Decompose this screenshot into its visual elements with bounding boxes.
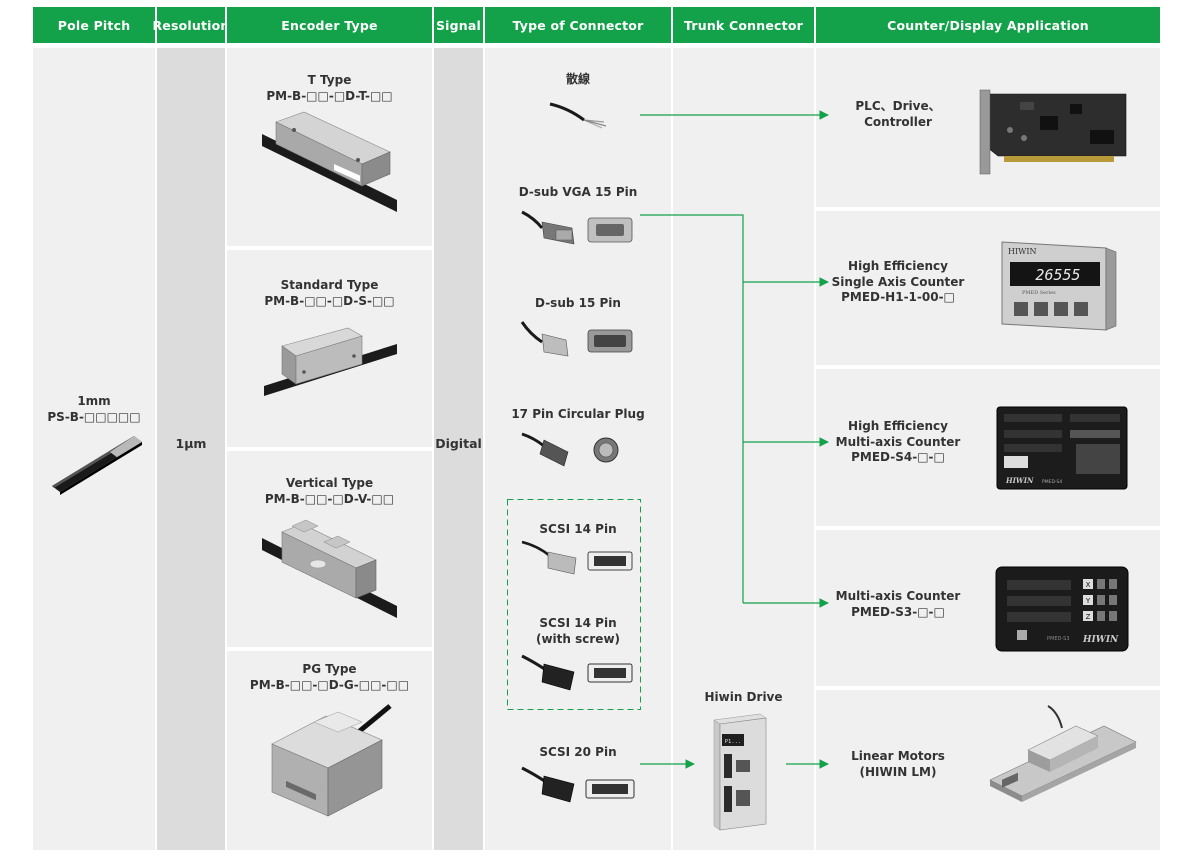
app-plc-label: PLC、Drive、 Controller: [816, 99, 980, 130]
scsi14-connector-image: [521, 540, 633, 575]
loose-wire-image: [549, 102, 607, 129]
dsub-vga-connector-image: [521, 210, 633, 245]
drive-screen-text: P1...: [725, 739, 742, 745]
encoder-vertical-name: Vertical Type: [285, 476, 374, 490]
single-counter-brand: HIWIN: [1008, 247, 1037, 256]
pole-pitch-label: 1mm PS-B-□□□□□: [33, 394, 155, 425]
s4-counter-brand: HIWIN: [1005, 476, 1034, 485]
app-s4-counter-line3: PMED-S4-□-□: [851, 450, 945, 464]
scsi20-connector-image: [521, 766, 635, 803]
resolution-column: [157, 48, 225, 850]
pg-type-encoder-image: [271, 704, 392, 817]
app-single-counter-label: High Efficiency Single Axis Counter PMED…: [816, 259, 980, 306]
app-single-counter-line3: PMED-H1-1-00-□: [841, 290, 955, 304]
single-counter-reading: 26555: [1035, 266, 1080, 284]
encoder-pg-label: PG Type PM-B-□□-□D-G-□□-□□: [227, 662, 432, 693]
app-s3-counter-label: Multi-axis Counter PMED-S3-□-□: [816, 589, 980, 620]
app-single-counter-line1: High Efficiency: [848, 259, 948, 273]
encoder-standard-name: Standard Type: [280, 278, 379, 292]
encoder-standard-model: PM-B-□□-□D-S-□□: [264, 293, 395, 308]
app-plc-line2: Controller: [864, 114, 932, 129]
plc-card-image: [979, 89, 1127, 175]
hiwin-drive-image: P1...: [713, 713, 767, 831]
s4-counter-image: HIWIN PMED-S4: [996, 406, 1128, 490]
s3-axis-z: Z: [1086, 613, 1091, 621]
connector-scsi14-screw-label: SCSI 14 Pin (with screw): [485, 616, 671, 647]
app-single-counter-line2: Single Axis Counter: [831, 274, 965, 289]
connector-dsub-vga-label: D-sub VGA 15 Pin: [518, 185, 638, 199]
header-signal: Signal: [434, 7, 483, 43]
app-cell-linear-motor: [816, 690, 1160, 850]
app-s4-counter-label: High Efficiency Multi-axis Counter PMED-…: [816, 419, 980, 466]
encoder-t-label: T Type PM-B-□□-□D-T-□□: [227, 73, 432, 104]
connector-scsi14-screw-line1: SCSI 14 Pin: [539, 616, 617, 630]
header-resolution: Resolution: [152, 7, 229, 43]
s4-counter-model: PMED-S4: [1042, 479, 1062, 485]
hiwin-drive-label: Hiwin Drive: [704, 690, 783, 704]
signal-column: [434, 48, 483, 850]
single-axis-counter-image: HIWIN 26555 PMED Series: [1001, 241, 1117, 331]
app-linear-motor-line1: Linear Motors: [851, 749, 945, 763]
standard-type-encoder-image: [264, 327, 397, 396]
app-s3-counter-line2: PMED-S3-□-□: [851, 604, 945, 619]
header-type-of-connector: Type of Connector: [485, 7, 671, 43]
app-linear-motor-label: Linear Motors (HIWIN LM): [816, 749, 980, 780]
app-plc-line1: PLC、Drive、: [855, 99, 941, 113]
encoder-vertical-label: Vertical Type PM-B-□□-□D-V-□□: [227, 476, 432, 507]
linear-motor-image: [989, 705, 1137, 802]
s3-counter-brand: HIWIN: [1082, 635, 1119, 645]
encoder-pg-model: PM-B-□□-□D-G-□□-□□: [249, 677, 410, 692]
pole-pitch-value: 1mm: [77, 394, 111, 408]
header-counter-display: Counter/Display Application: [816, 7, 1160, 43]
app-linear-motor-line2: (HIWIN LM): [859, 764, 937, 779]
encoder-t-model: PM-B-□□-□D-T-□□: [266, 88, 393, 103]
circular-plug-image: [521, 432, 619, 467]
encoder-standard-label: Standard Type PM-B-□□-□D-S-□□: [227, 278, 432, 309]
encoder-vertical-model: PM-B-□□-□D-V-□□: [264, 491, 395, 506]
scsi14-group-frame: [507, 499, 641, 710]
scsi14-screw-connector-image: [521, 654, 633, 691]
header-encoder-type: Encoder Type: [227, 7, 432, 43]
header-pole-pitch: Pole Pitch: [33, 7, 155, 43]
vertical-type-encoder-image: [262, 519, 397, 618]
app-s4-counter-line2: Multi-axis Counter: [835, 434, 961, 449]
s3-counter-model: PMED-S3: [1047, 636, 1070, 642]
single-counter-series: PMED Series: [1022, 290, 1056, 296]
connector-scsi20-label: SCSI 20 Pin: [539, 745, 617, 759]
dsub15-connector-image: [520, 321, 633, 357]
connector-loose-wire-label: 散線: [565, 72, 590, 86]
encoder-t-name: T Type: [307, 73, 352, 87]
app-s4-counter-line1: High Efficiency: [848, 419, 948, 433]
connector-dsub15-label: D-sub 15 Pin: [535, 296, 621, 310]
s3-axis-x: X: [1086, 581, 1091, 589]
signal-value: Digital: [435, 436, 482, 451]
magnetic-scale-image: [52, 436, 142, 495]
header-trunk-connector: Trunk Connector: [673, 7, 814, 43]
s3-counter-image: X Y Z PMED-S3 HIWIN: [995, 566, 1129, 652]
resolution-value: 1μm: [175, 436, 207, 451]
connector-circular-label: 17 Pin Circular Plug: [511, 407, 645, 421]
s3-axis-y: Y: [1085, 597, 1091, 605]
connector-scsi14-label: SCSI 14 Pin: [539, 522, 617, 536]
encoder-pg-name: PG Type: [302, 662, 357, 676]
app-s3-counter-line1: Multi-axis Counter: [835, 589, 961, 603]
pole-pitch-model: PS-B-□□□□□: [47, 409, 141, 424]
connector-scsi14-screw-line2: (with screw): [535, 631, 621, 646]
t-type-encoder-image: [262, 111, 397, 212]
